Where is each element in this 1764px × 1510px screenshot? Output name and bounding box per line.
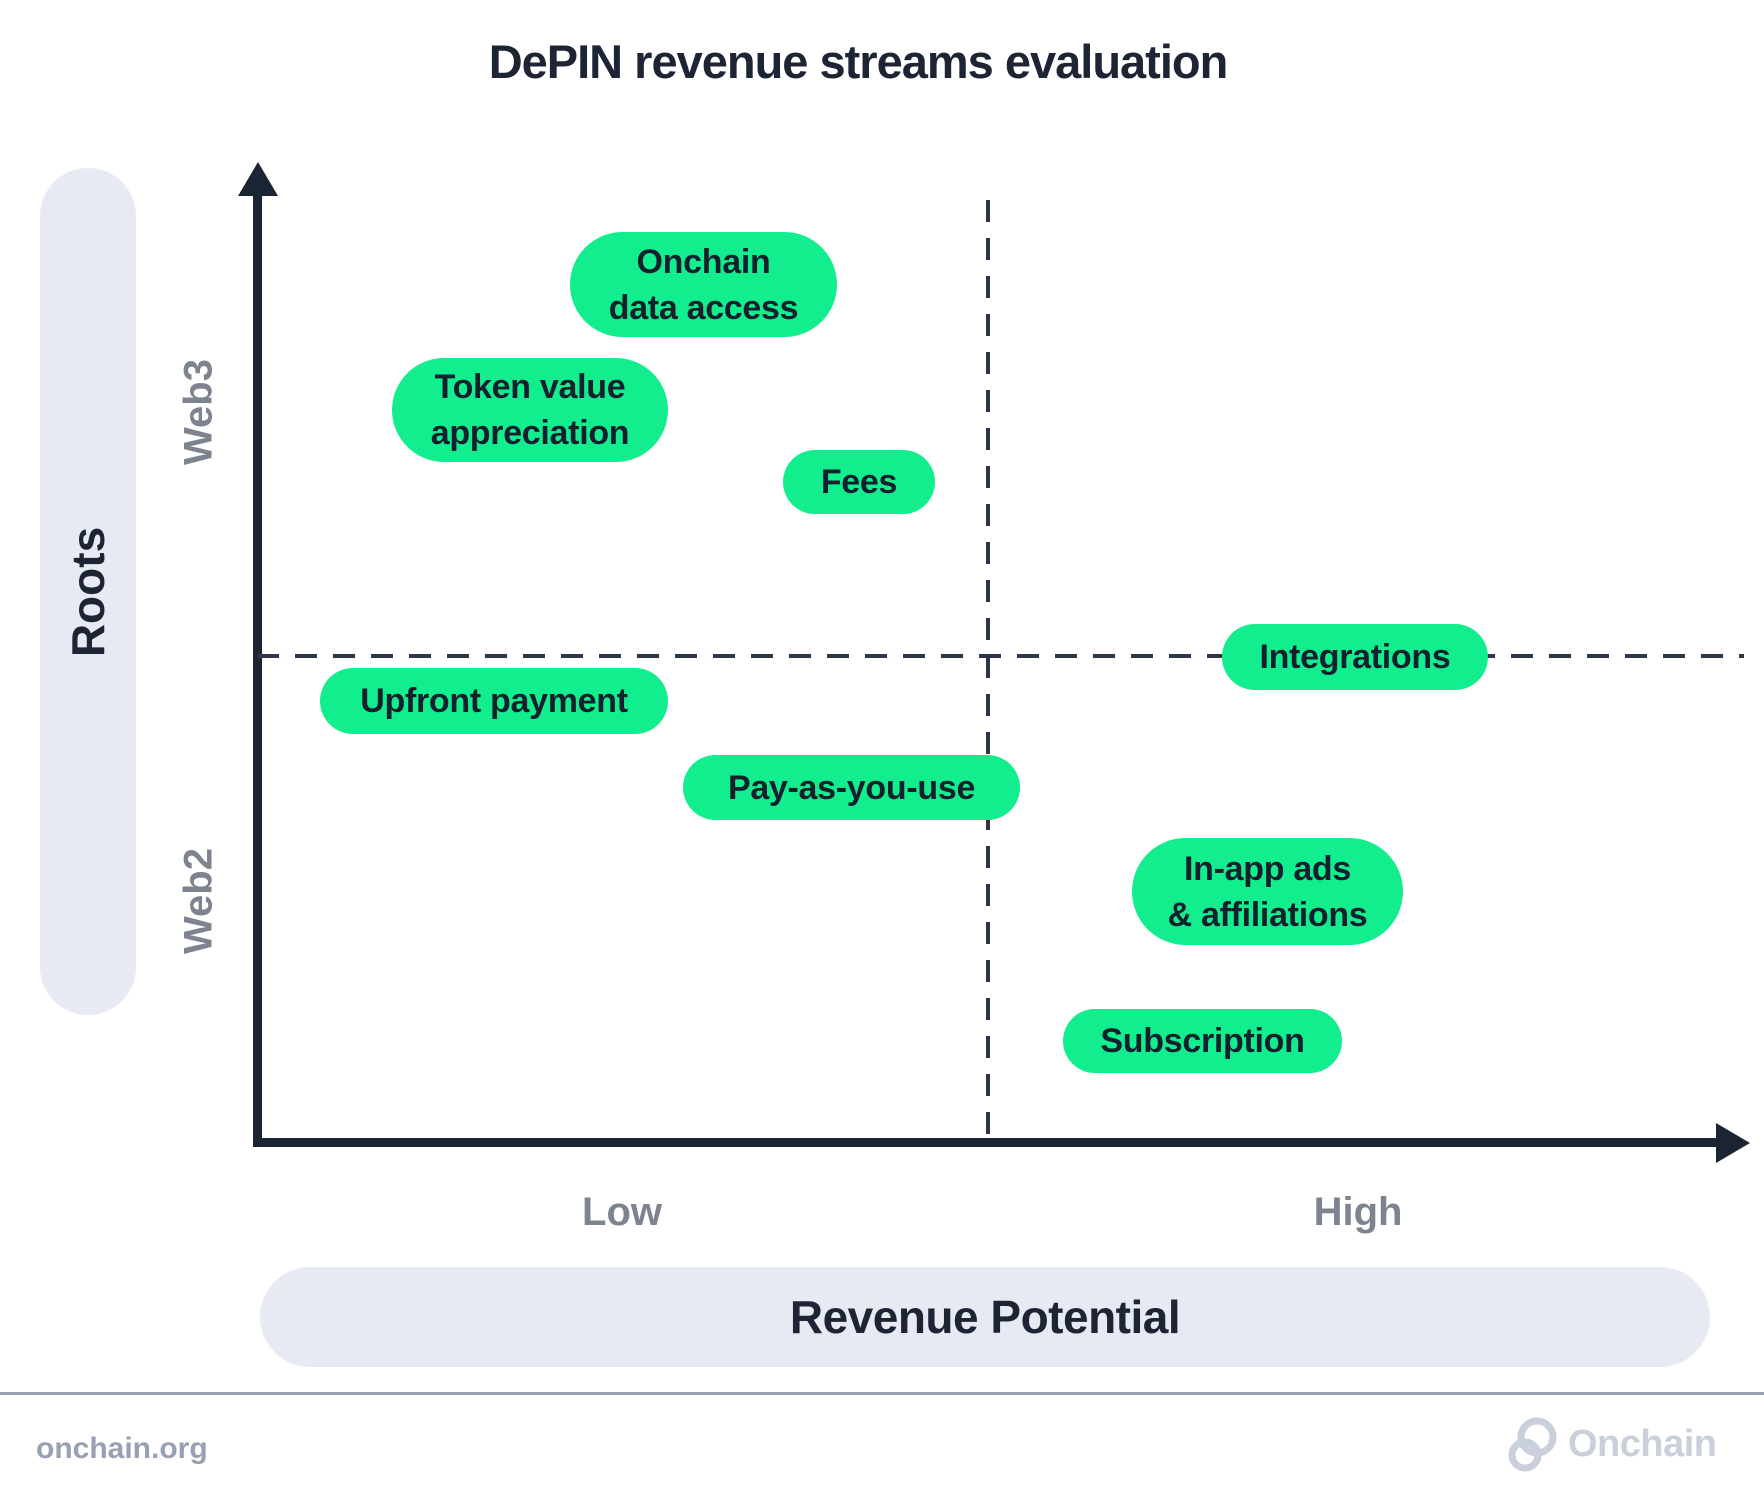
- bubble-onchain-data-access: Onchain data access: [570, 232, 837, 337]
- bubble-label: Subscription: [1100, 1022, 1305, 1060]
- bubble-label: Upfront payment: [360, 682, 628, 720]
- bubble-pay-as-you-use: Pay-as-you-use: [683, 755, 1020, 820]
- y-axis-title-pill: Roots: [40, 168, 136, 1015]
- bubble-label: & affiliations: [1167, 895, 1368, 934]
- footer-site-url: onchain.org: [36, 1432, 208, 1465]
- bubble-label: Pay-as-you-use: [727, 768, 976, 807]
- x-axis-tick-high: High: [1313, 1190, 1403, 1234]
- y-axis-tick-web3: Web3: [176, 359, 221, 465]
- bubble-in-app-ads-affiliations: In-app ads & affiliations: [1132, 838, 1403, 945]
- footer-divider: [0, 1392, 1764, 1395]
- bubble-label: In-app ads: [1183, 849, 1352, 888]
- bubble-upfront-payment: Upfront payment: [320, 668, 668, 734]
- x-axis-line: [253, 1138, 1720, 1147]
- bubble-label: appreciation: [430, 414, 630, 452]
- bubble-fees: Fees: [783, 450, 935, 514]
- y-axis-line: [253, 190, 262, 1147]
- bubble-label: Integrations: [1259, 638, 1451, 676]
- diagram-title: DePIN revenue streams evaluation: [488, 35, 1229, 88]
- y-axis-arrowhead-icon: [238, 162, 278, 196]
- bubble-label: Onchain: [636, 242, 771, 281]
- bubble-label: Token value: [434, 368, 626, 406]
- brand-logo: Onchain: [1504, 1412, 1717, 1476]
- quadrant-divider-vertical: [986, 200, 990, 1138]
- bubble-label: data access: [608, 288, 799, 327]
- y-axis-tick-web2: Web2: [176, 848, 221, 954]
- x-axis-arrowhead-icon: [1716, 1123, 1750, 1163]
- x-axis-tick-low: Low: [582, 1190, 662, 1234]
- quadrant-divider-horizontal: [257, 654, 1744, 658]
- bubble-subscription: Subscription: [1063, 1009, 1342, 1073]
- bubble-token-value-appreciation: Token value appreciation: [392, 358, 668, 462]
- y-axis-title: Roots: [62, 526, 114, 657]
- x-axis-title-pill: Revenue Potential: [260, 1267, 1710, 1367]
- brand-wordmark: Onchain: [1568, 1422, 1717, 1465]
- bubble-integrations: Integrations: [1222, 624, 1488, 690]
- bubble-label: Fees: [820, 463, 898, 501]
- onchain-logo-icon: [1508, 1417, 1557, 1472]
- x-axis-title: Revenue Potential: [789, 1291, 1181, 1343]
